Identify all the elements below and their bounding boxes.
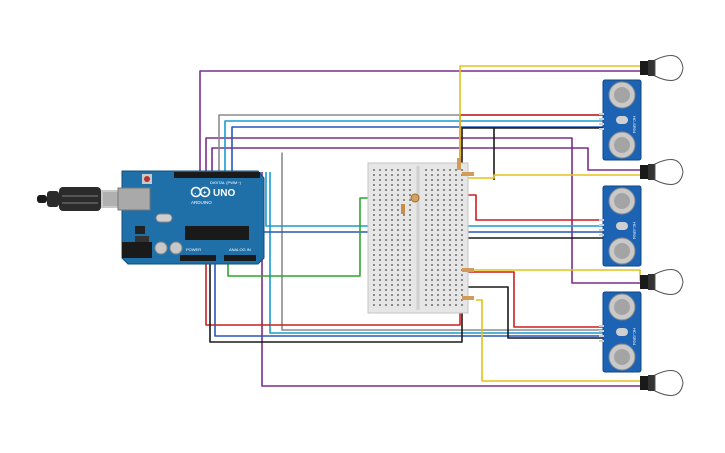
power-header — [180, 255, 216, 261]
breadboard-holes — [373, 169, 463, 306]
light-bulbs — [640, 55, 684, 396]
wire-yellow-2[interactable] — [466, 174, 640, 179]
resistors — [457, 158, 474, 300]
resistor-icon — [462, 172, 474, 176]
lightbulb-icon[interactable] — [640, 370, 684, 396]
wire-red-2[interactable] — [460, 194, 605, 221]
power-header-label: POWER — [186, 247, 201, 252]
wire-gray-2[interactable] — [281, 152, 605, 331]
resistor-icon — [457, 158, 461, 170]
analog-header — [224, 255, 256, 261]
digital-header — [174, 172, 260, 178]
wire-yellow-1[interactable] — [459, 65, 640, 172]
usb-cable-icon — [37, 187, 123, 211]
resistor-icon — [462, 296, 474, 300]
board-model: UNO — [213, 188, 235, 199]
sensor-model-label: HC-SR04 — [632, 222, 637, 240]
svg-text:+: + — [203, 191, 207, 197]
digital-header-label: DIGITAL (PWM~) — [210, 180, 242, 185]
ultrasonic-sensor-icon[interactable]: HC-SR04 — [599, 291, 642, 373]
lightbulb-icon[interactable] — [640, 269, 684, 295]
svg-text:-: - — [195, 191, 197, 197]
resistor-icon — [401, 204, 405, 214]
power-jack — [122, 242, 152, 258]
breadboard[interactable] — [367, 162, 469, 314]
lightbulb-icon[interactable] — [640, 159, 684, 185]
ultrasonic-sensor-icon[interactable]: HC-SR04 — [599, 185, 642, 267]
microcontroller-chip — [185, 226, 249, 240]
arduino-uno-board[interactable]: - + UNO ARDUINO DIGITAL (PWM~) POWER ANA… — [117, 170, 265, 265]
wire-black-main[interactable] — [209, 127, 605, 343]
arduino-logo-icon: - + — [190, 186, 211, 198]
wire-purple-upper[interactable] — [211, 147, 640, 172]
lightbulb-icon[interactable] — [640, 55, 684, 81]
wire-blue-1[interactable] — [231, 126, 605, 172]
ultrasonic-sensor-icon[interactable]: HC-SR04 — [599, 79, 642, 161]
wire-black-4[interactable] — [462, 286, 605, 339]
board-brand: ARDUINO — [191, 200, 212, 205]
wire-red-main[interactable] — [205, 114, 605, 326]
wire-cyan-3[interactable] — [269, 172, 605, 334]
sensor-model-label: HC-SR04 — [632, 116, 637, 134]
resistor-icon — [462, 268, 474, 272]
usb-jack — [117, 187, 151, 211]
wire-blue-3[interactable] — [214, 260, 605, 337]
wire-purple-top[interactable] — [199, 70, 640, 172]
wire-purple-mid[interactable] — [205, 137, 640, 284]
sensor-model-label: HC-SR04 — [632, 328, 637, 346]
wire-cyan-1[interactable] — [224, 120, 605, 172]
wire-cyan-2[interactable] — [265, 172, 605, 227]
wire-red-3[interactable] — [460, 271, 605, 328]
wire-yellow-4[interactable] — [476, 299, 640, 382]
potentiometer-icon[interactable] — [410, 193, 420, 203]
analog-header-label: ANALOG IN — [229, 247, 251, 252]
